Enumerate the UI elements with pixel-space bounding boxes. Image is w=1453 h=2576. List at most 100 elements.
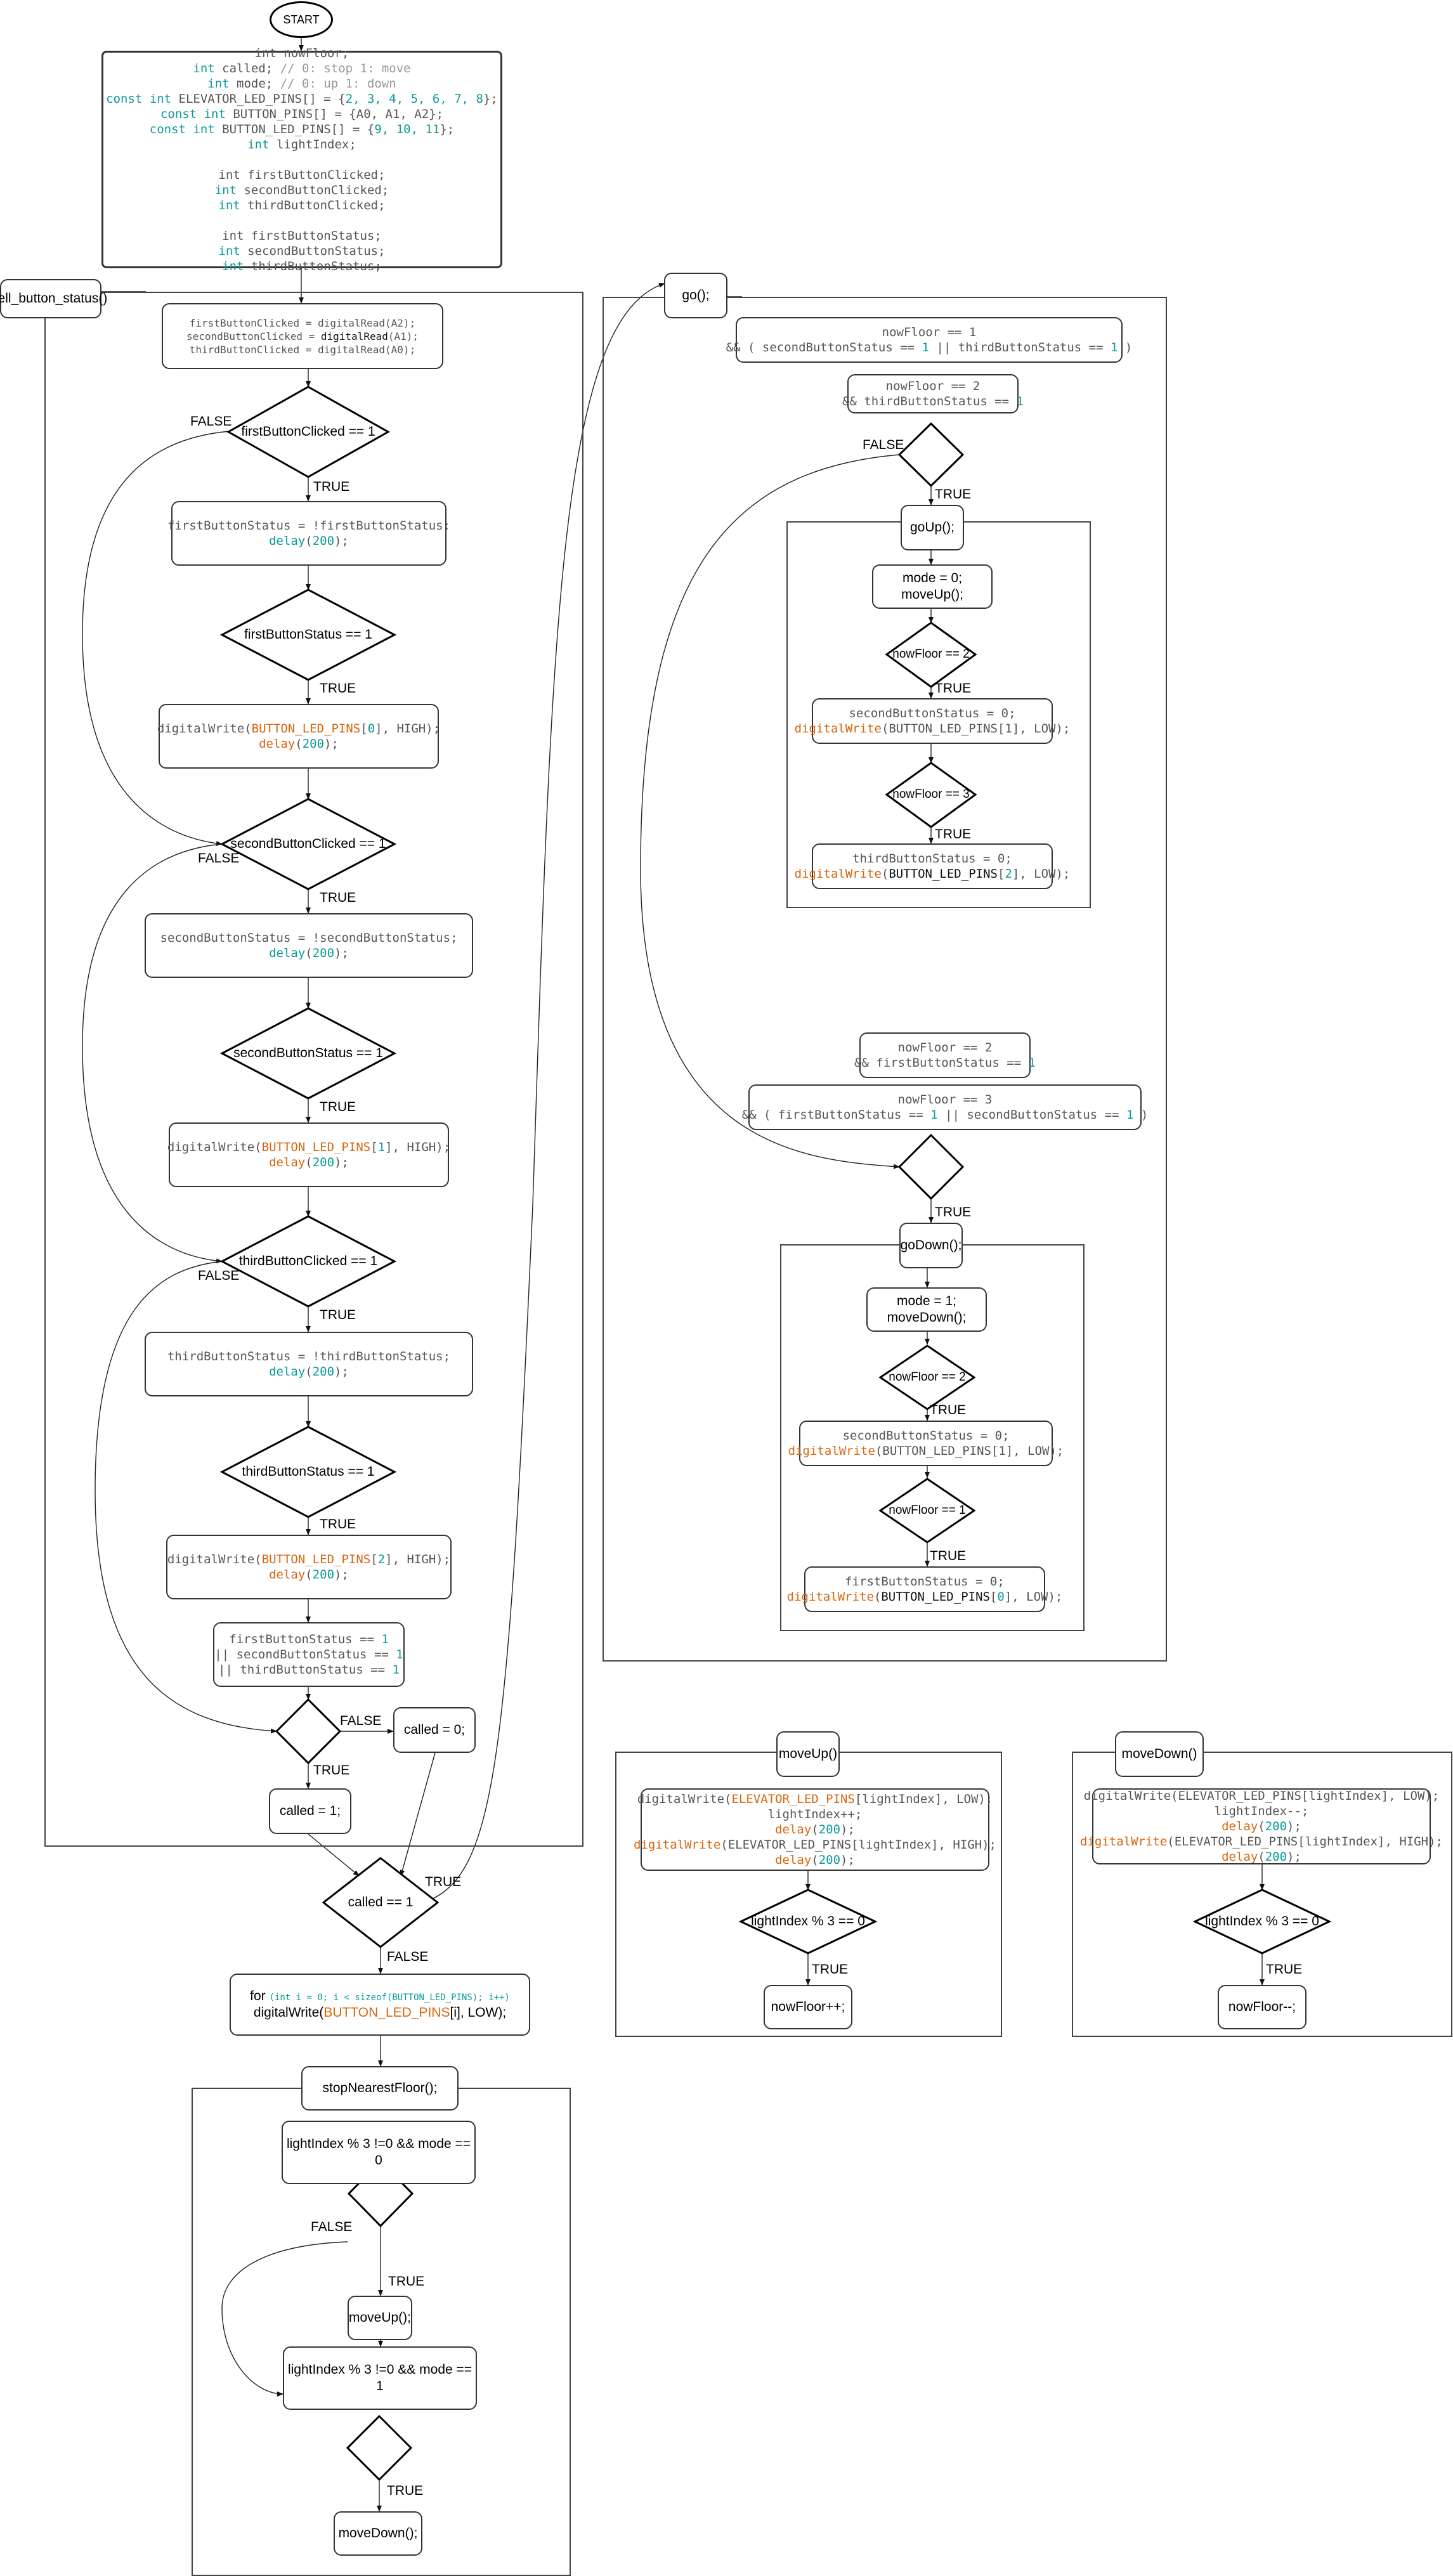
true-label-up-floor3: TRUE xyxy=(935,827,972,842)
move-up-body: digitalWrite(ELEVATOR_LED_PINS[lightInde… xyxy=(634,1788,996,1871)
code-token: digitalWrite xyxy=(794,867,882,881)
code-token: 1 xyxy=(1110,341,1118,355)
code-token: delay xyxy=(269,946,306,960)
true-label-down-floor2: TRUE xyxy=(930,1403,967,1417)
code-token: ( xyxy=(811,1853,819,1867)
code-token: 0 xyxy=(367,722,375,736)
code-token: ELEVATOR_LED_PINS[] = { xyxy=(171,91,346,106)
code-line: secondButtonStatus = 0; xyxy=(849,706,1015,721)
code-token: ( xyxy=(305,946,313,960)
true-label-first-clicked: TRUE xyxy=(313,479,350,494)
stop-move-up: moveUp(); xyxy=(348,2296,412,2340)
code-token: ); xyxy=(1287,1819,1301,1833)
any-status-block: firstButtonStatus == 1|| secondButtonSta… xyxy=(213,1622,405,1687)
decision-called-label: called == 1 xyxy=(348,1895,414,1909)
code-token: ( xyxy=(295,737,303,751)
code-line: int thirdButtonStatus; xyxy=(222,259,382,274)
true-label-stop-down: TRUE xyxy=(387,2483,424,2498)
code-line: digitalWrite(BUTTON_LED_PINS[2], HIGH); xyxy=(167,1552,450,1567)
arrow-false-goup xyxy=(640,454,900,1169)
set-called-one: called = 1; xyxy=(269,1788,351,1834)
code-line: firstButtonStatus = 0; xyxy=(845,1574,1005,1589)
code-token: const int xyxy=(149,122,215,136)
false-label-any-status: FALSE xyxy=(340,1714,382,1728)
code-token: 200 xyxy=(312,534,335,548)
code-token: 1 xyxy=(922,341,929,355)
code-line: delay(200); xyxy=(269,1364,349,1379)
code-line: nowFloor == 2 xyxy=(886,379,981,394)
decision-first-status-label: firstButtonStatus == 1 xyxy=(244,627,372,642)
code-token: 2 xyxy=(377,1552,386,1566)
code-token: [lightIndex], LOW); xyxy=(854,1792,993,1806)
decision-second-status-label: secondButtonStatus == 1 xyxy=(233,1046,383,1060)
arrow-called0-dcalled xyxy=(400,1752,436,1877)
decision-second-status xyxy=(219,1007,397,1100)
code-line: nowFloor == 2 xyxy=(898,1040,993,1055)
decision-first-clicked-label: firstButtonClicked == 1 xyxy=(241,424,375,439)
stop-condition-down: lightIndex % 3 !=0 && mode == 1 xyxy=(283,2346,477,2410)
code-token: 1 xyxy=(377,1140,386,1154)
code-token: 200 xyxy=(312,1365,335,1379)
code-token: BUTTON_LED_PINS xyxy=(889,867,998,881)
code-token: const int xyxy=(106,91,172,106)
code-token: ], LOW); xyxy=(1004,1590,1063,1604)
code-token xyxy=(298,153,305,167)
code-line: delay(200); xyxy=(775,1822,855,1837)
code-token: int xyxy=(214,183,237,197)
code-token: secondButtonStatus = !secondButtonStatus… xyxy=(160,931,458,945)
code-token: ); xyxy=(334,1568,349,1582)
code-token: const int xyxy=(160,107,226,121)
code-token: nowFloor == 1 xyxy=(882,325,977,339)
toggle-third-status: thirdButtonStatus = !thirdButtonStatus;d… xyxy=(145,1332,473,1396)
code-line: int lightIndex; xyxy=(247,137,356,152)
move-down-cond-label: lightIndex % 3 == 0 xyxy=(1205,1914,1319,1929)
code-token: (A1); xyxy=(388,330,419,342)
code-line: digitalWrite(BUTTON_LED_PINS[1], LOW); xyxy=(788,1443,1064,1459)
code-token: [ xyxy=(997,867,1005,881)
code-token: ); xyxy=(334,1365,349,1379)
code-token: delay xyxy=(1222,1819,1258,1833)
code-token: 1 xyxy=(1126,1108,1134,1122)
decision-up-floor2 xyxy=(885,621,977,688)
code-token: 200 xyxy=(818,1823,841,1837)
go-down-clear-first: firstButtonStatus = 0;digitalWrite(BUTTO… xyxy=(787,1566,1062,1612)
go-up-condition-2: nowFloor == 2&& thirdButtonStatus == 1 xyxy=(842,374,1024,413)
true-label-third-clicked: TRUE xyxy=(320,1308,356,1322)
code-token: digitalWrite( xyxy=(157,722,252,736)
decision-first-status xyxy=(219,589,397,681)
code-token xyxy=(298,214,305,228)
code-line: int firstButtonStatus; xyxy=(222,228,382,244)
decision-go-down xyxy=(897,1133,965,1200)
code-token: nowFloor == 3 xyxy=(897,1093,993,1107)
write-first-led: digitalWrite(BUTTON_LED_PINS[0], HIGH);d… xyxy=(157,704,440,769)
code-token: ) xyxy=(1117,341,1133,355)
true-label-first-status: TRUE xyxy=(320,681,356,696)
code-token: digitalWrite( xyxy=(167,1140,262,1154)
code-line: delay(200); xyxy=(269,533,349,549)
true-label-go-up: TRUE xyxy=(935,487,972,502)
code-token: called; xyxy=(214,61,280,75)
code-token: ); xyxy=(1287,1850,1301,1864)
code-line: delay(200); xyxy=(269,1155,349,1170)
code-token: digitalRead xyxy=(320,330,388,342)
move-up-increment: nowFloor++; xyxy=(764,1985,852,2029)
true-label-any-status: TRUE xyxy=(313,1763,350,1778)
code-token: BUTTON_LED_PINS xyxy=(261,1552,371,1566)
code-token: thirdButtonClicked = digitalRead(A0); xyxy=(189,343,416,356)
decision-up-floor2-label: nowFloor == 2 xyxy=(892,647,970,661)
false-label-called: FALSE xyxy=(387,1949,429,1964)
false-label-go-up: FALSE xyxy=(863,438,904,452)
code-token: int xyxy=(247,137,270,152)
code-token: delay xyxy=(775,1853,812,1867)
code-token: digitalWrite xyxy=(794,722,882,736)
code-line: || thirdButtonStatus == 1 xyxy=(218,1662,400,1677)
code-line: int thirdButtonClicked; xyxy=(218,198,385,213)
read-buttons-block: firstButtonClicked = digitalRead(A2);sec… xyxy=(162,303,443,369)
code-token: int xyxy=(193,61,215,75)
code-line: firstButtonStatus == 1 xyxy=(229,1632,389,1647)
code-token: || secondButtonStatus == xyxy=(214,1648,396,1662)
stop-move-down: moveDown(); xyxy=(334,2511,422,2556)
code-line: delay(200); xyxy=(269,1567,349,1582)
code-token: digitalWrite xyxy=(1080,1835,1168,1849)
